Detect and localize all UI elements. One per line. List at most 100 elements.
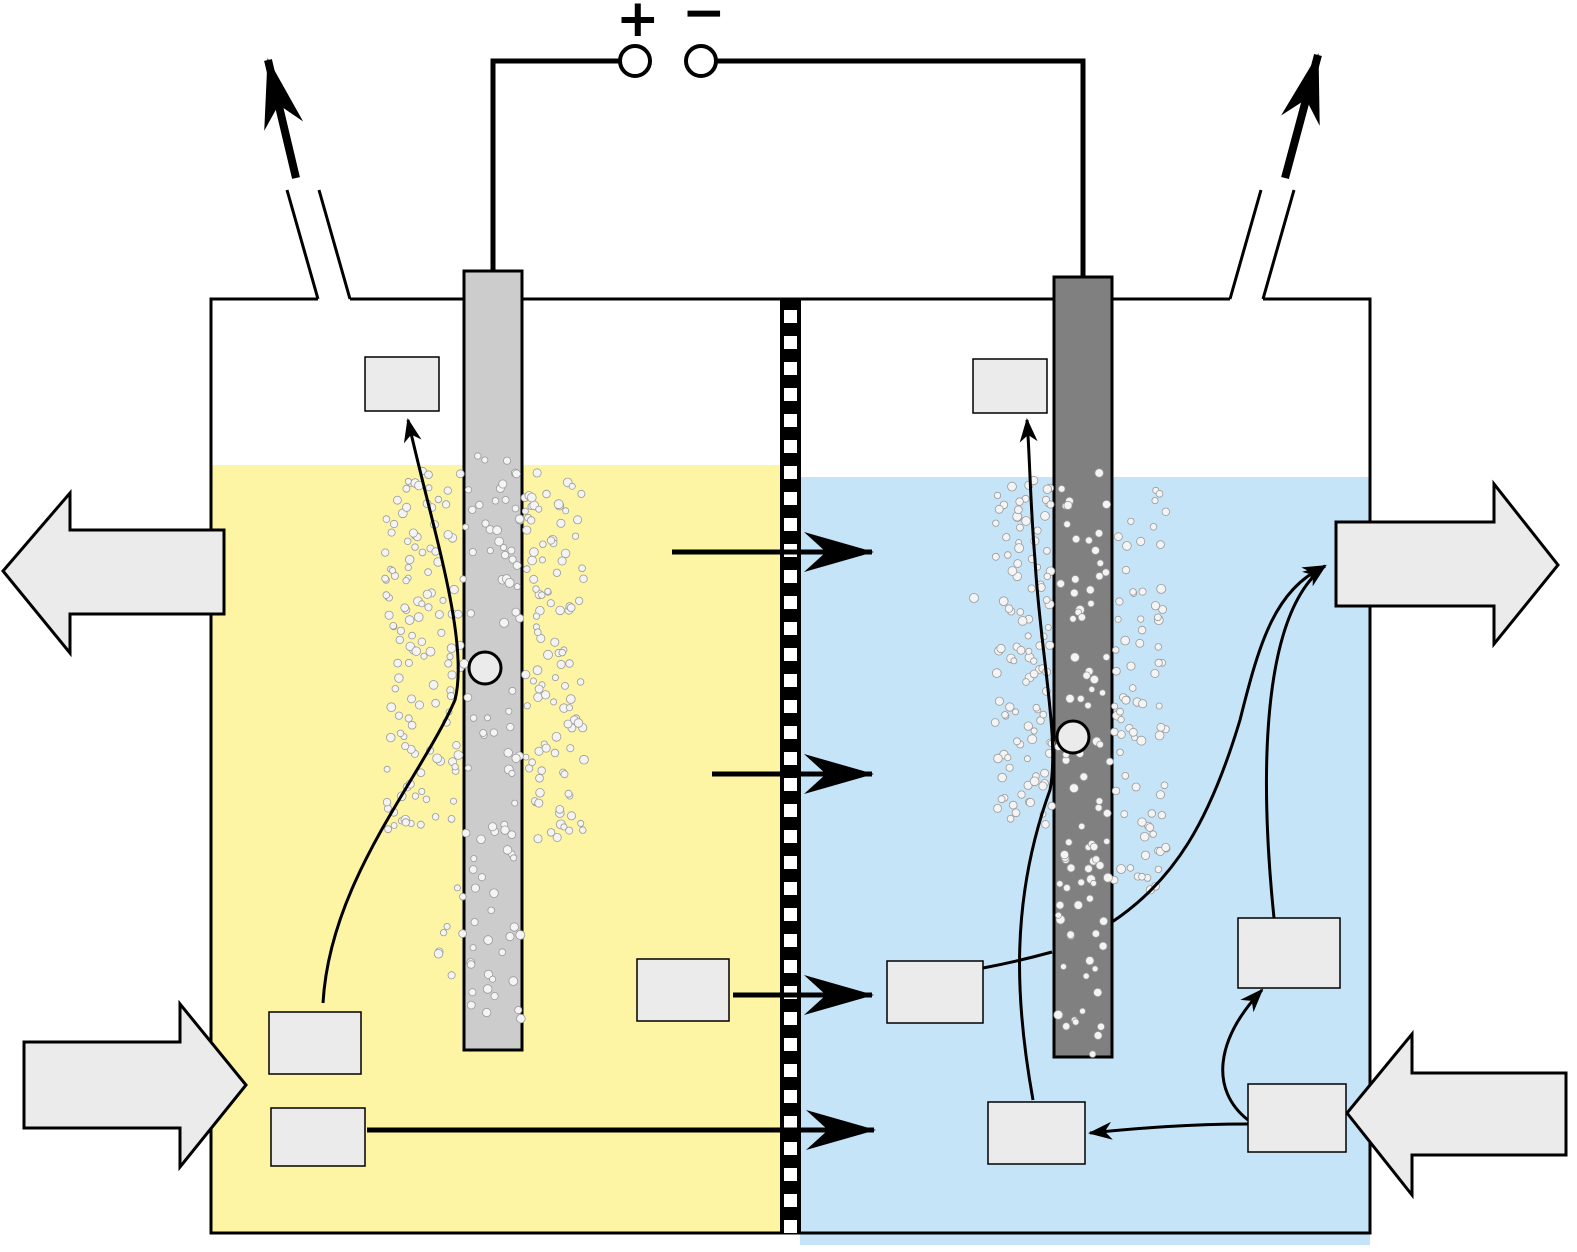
gas-bubble — [1024, 755, 1031, 763]
gas-bubble — [1057, 485, 1066, 493]
gas-bubble — [532, 585, 540, 593]
gas-bubble — [416, 820, 425, 829]
gas-bubble — [1011, 808, 1021, 818]
membrane-pore — [784, 1038, 797, 1051]
gas-bubble — [505, 707, 513, 715]
gas-bubble — [1001, 711, 1009, 719]
gas-bubble — [1097, 1022, 1106, 1031]
gas-bubble — [514, 514, 525, 524]
gas-bubble — [489, 728, 498, 737]
gas-bubble — [1147, 809, 1156, 818]
gas-bubble — [526, 492, 537, 503]
gas-bubble — [534, 798, 544, 808]
gas-bubble — [994, 504, 1004, 514]
gas-bubble — [1096, 740, 1104, 749]
gas-bubble — [466, 1000, 476, 1010]
gas-bubble — [390, 822, 398, 829]
gas-bubble — [553, 499, 564, 510]
gas-bubble — [535, 788, 545, 798]
gas-bubble — [1151, 497, 1159, 505]
gas-bubble — [431, 813, 440, 821]
gas-bubble — [1014, 543, 1024, 553]
gas-bubble — [459, 893, 467, 901]
gas-bubble — [522, 565, 531, 573]
membrane-pore — [784, 960, 797, 973]
gas-bubble — [1086, 894, 1094, 903]
gas-bubble — [1008, 800, 1018, 810]
membrane-pore — [784, 518, 797, 531]
gas-bubble — [394, 711, 404, 720]
gas-bubble — [1116, 748, 1124, 756]
gas-bubble — [396, 626, 405, 635]
gas-bubble — [447, 815, 456, 823]
gas-bubble — [506, 722, 515, 732]
gas-bubble — [1096, 559, 1104, 567]
anode-bubbles — [381, 452, 589, 1024]
gas-bubble — [1102, 499, 1112, 509]
gas-bubble — [1085, 536, 1093, 545]
gas-bubble — [464, 764, 472, 772]
gas-bubble — [468, 988, 477, 997]
anode-outflow-arrow — [1, 488, 226, 658]
gas-bubble — [511, 607, 521, 617]
gas-bubble — [1120, 810, 1129, 818]
gas-bubble — [446, 643, 457, 653]
gas-bubble — [392, 495, 402, 505]
gas-bubble — [990, 718, 1000, 727]
gas-bubble — [998, 596, 1009, 606]
gas-bubble — [1088, 686, 1096, 693]
gas-bubble — [504, 578, 515, 588]
gas-bubble — [489, 888, 499, 898]
gas-bubble — [565, 826, 574, 835]
gas-bubble — [461, 828, 471, 838]
gas-bubble — [1056, 880, 1064, 888]
gas-bubble — [1145, 823, 1155, 832]
cathode-ion-box — [886, 960, 984, 1024]
gas-bubble — [404, 537, 412, 545]
gas-bubble — [1071, 575, 1080, 584]
gas-bubble — [1110, 727, 1119, 737]
gas-bubble — [993, 753, 1003, 764]
gas-bubble — [407, 720, 417, 730]
gas-bubble — [1040, 768, 1049, 778]
membrane-pore — [784, 1142, 797, 1155]
gas-bubble — [468, 865, 478, 874]
gas-bubble — [402, 484, 411, 493]
membrane-pore — [784, 778, 797, 791]
gas-bubble — [560, 770, 569, 779]
gas-bubble — [550, 637, 560, 647]
gas-bubble — [424, 568, 432, 576]
anode-gas-outlet-arrow — [264, 58, 304, 179]
gas-bubble — [523, 702, 531, 710]
gas-bubble — [1038, 781, 1048, 791]
gas-bubble — [501, 495, 510, 504]
gas-bubble — [576, 678, 585, 686]
cathode-feed-path-2 — [1221, 988, 1264, 1122]
gas-bubble — [1087, 599, 1095, 608]
gas-bubble — [1114, 615, 1122, 623]
gas-bubble — [546, 828, 556, 837]
gas-bubble — [1079, 772, 1089, 782]
gas-bubble — [577, 819, 585, 827]
gas-bubble — [1029, 776, 1040, 787]
membrane-pore — [784, 466, 797, 479]
gas-bubble — [386, 732, 396, 743]
gas-bubble — [1155, 702, 1163, 710]
gas-bubble — [484, 714, 491, 722]
gas-bubble — [1105, 757, 1114, 766]
gas-bubble — [532, 612, 541, 620]
cathode-outflow-arrow — [1334, 479, 1560, 649]
label-boxes — [268, 356, 1347, 1167]
gas-bubble — [458, 929, 467, 938]
gas-bubble — [481, 519, 490, 528]
gas-bubble — [1016, 523, 1024, 532]
gas-bubble — [1015, 497, 1024, 506]
anode-gas-box — [364, 356, 440, 412]
gas-bubble — [1156, 584, 1167, 594]
cathode-gas-outlet-arrow — [1281, 53, 1322, 180]
membrane-pore — [784, 934, 797, 947]
gas-bubble — [394, 673, 404, 683]
gas-bubble — [432, 753, 443, 764]
membrane-pore — [784, 440, 797, 453]
gas-bubble — [489, 975, 497, 983]
